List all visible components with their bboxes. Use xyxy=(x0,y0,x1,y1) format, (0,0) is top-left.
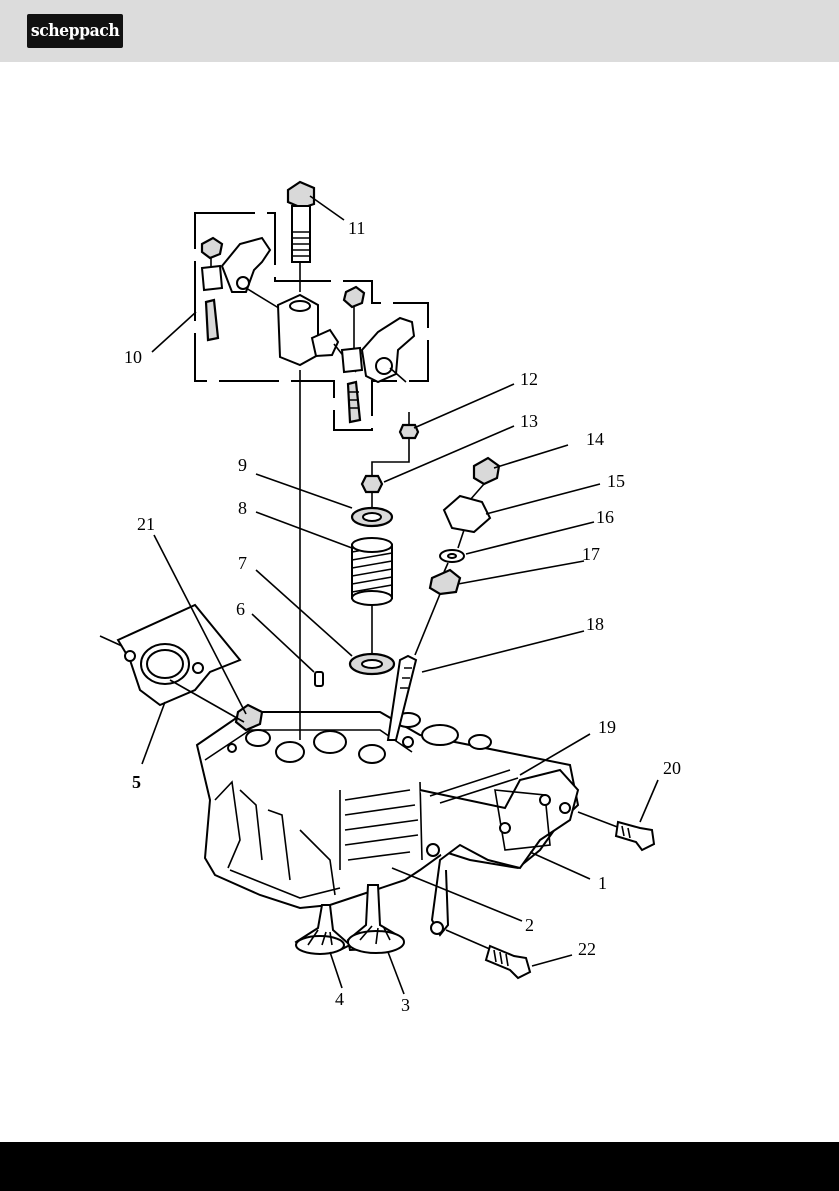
callout-15: 15 xyxy=(607,471,625,491)
callout-10: 10 xyxy=(124,347,142,367)
callout-13: 13 xyxy=(520,411,538,431)
callout-9: 9 xyxy=(238,455,247,475)
callout-19: 19 xyxy=(598,717,616,737)
page-header: scheppach xyxy=(0,0,839,62)
callout-8: 8 xyxy=(238,498,247,518)
callout-2: 2 xyxy=(525,915,534,935)
callout-11: 11 xyxy=(348,218,365,238)
exploded-view-diagram: 1 2 3 4 5 6 7 8 9 10 11 12 13 14 15 16 1… xyxy=(0,62,839,1142)
callout-18: 18 xyxy=(586,614,604,634)
callout-7: 7 xyxy=(238,553,247,573)
rocker-arm-assembly xyxy=(195,213,428,430)
brand-logo: scheppach xyxy=(27,14,123,48)
callout-1: 1 xyxy=(598,873,607,893)
brand-name: scheppach xyxy=(31,21,119,41)
callout-20: 20 xyxy=(663,758,681,778)
callout-14: 14 xyxy=(586,429,604,449)
page-footer xyxy=(0,1142,839,1191)
callout-3: 3 xyxy=(401,995,410,1015)
callout-5: 5 xyxy=(132,772,141,792)
head-bolt xyxy=(288,182,314,292)
callout-21: 21 xyxy=(137,514,155,534)
callout-22: 22 xyxy=(578,939,596,959)
callout-17: 17 xyxy=(582,544,600,564)
callout-12: 12 xyxy=(520,369,538,389)
callout-6: 6 xyxy=(236,599,245,619)
cylinder-head xyxy=(197,370,578,935)
callout-16: 16 xyxy=(596,507,614,527)
exhaust-gasket xyxy=(100,605,244,722)
breather-group xyxy=(415,458,499,655)
callout-4: 4 xyxy=(335,989,344,1009)
valve-spring-group xyxy=(315,412,418,686)
